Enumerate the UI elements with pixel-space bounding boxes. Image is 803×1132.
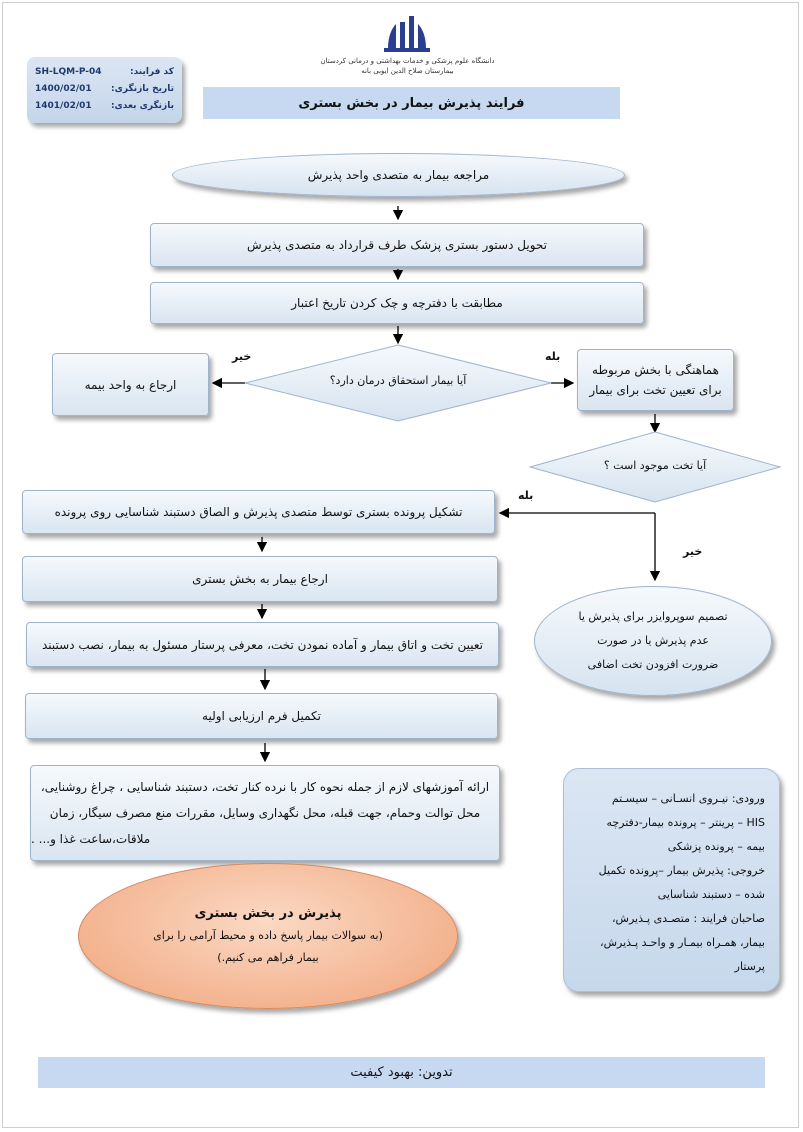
io-line3: بیمه – پرونده پزشکی bbox=[667, 840, 765, 853]
end-oval: پذیرش در بخش بستری (به سوالات بیمار پاسخ… bbox=[78, 863, 458, 1009]
review-date-value: 1400/02/01 bbox=[35, 83, 92, 94]
step-return-insurance: ارجاع به واحد بیمه bbox=[52, 353, 209, 416]
io-line2: HIS – پرینتر – پرونده بیمار-دفترچه bbox=[606, 816, 765, 829]
start-oval: مراجعه بیمار به متصدی واحد پذیرش bbox=[172, 153, 625, 197]
step-assign-bed: تعیین تخت و اتاق بیمار و آماده نمودن تخت… bbox=[26, 622, 499, 667]
io-line8: پرستار bbox=[734, 960, 765, 973]
step-check-validity: مطابقت با دفترچه و چک کردن تاریخ اعتبار bbox=[150, 282, 644, 324]
no-label-2: خیر bbox=[683, 545, 703, 558]
review-date-label: تاریخ بازنگری: bbox=[111, 83, 174, 94]
process-code-box: کد فرایند: SH-LQM-P-04 تاریخ بازنگری: 1400… bbox=[27, 57, 182, 123]
no-label-1: خیر bbox=[232, 350, 252, 363]
io-line4: خروجی: پذیرش بیمار –پرونده تکمیل bbox=[598, 864, 765, 877]
step-deliver-order: تحویل دستور بستری پزشک طرف قرارداد به مت… bbox=[150, 223, 644, 267]
next-review-label: بازنگری بعدی: bbox=[110, 100, 174, 111]
decision1-diamond bbox=[244, 344, 552, 422]
hospital-name: بیمارستان صلاح الدین ایوبی بانه bbox=[361, 67, 454, 75]
step-refer-ward: ارجاع بیمار به بخش بستری bbox=[22, 556, 498, 602]
decision2-diamond bbox=[528, 431, 782, 503]
university-logo bbox=[384, 16, 430, 52]
end-title: پذیرش در بخش بستری bbox=[194, 906, 342, 921]
end-line1: (به سوالات بیمار پاسخ داده و محیط آرامی … bbox=[153, 929, 383, 942]
io-line6: صاحبان فرایند : متصـدی پـذیرش، bbox=[612, 912, 765, 925]
yes-label-2: بله bbox=[518, 489, 534, 502]
next-review-value: 1401/02/01 bbox=[35, 100, 92, 111]
step-initial-assessment: تکمیل فرم ارزیابی اولیه bbox=[25, 693, 498, 739]
code-label: کد فرایند: bbox=[130, 66, 174, 77]
end-line2: بیمار فراهم می کنیم.) bbox=[217, 951, 319, 964]
page-title: فرایند پذیرش بیمار در بخش بستری bbox=[203, 87, 620, 119]
yes-label-1: بله bbox=[545, 350, 561, 363]
footer-compiled-by: تدوین: بهبود کیفیت bbox=[38, 1057, 765, 1088]
decision1-text: آیا بیمار استحقاق درمان دارد؟ bbox=[329, 374, 467, 387]
io-line5: شده – دستبند شناسایی bbox=[657, 888, 765, 901]
code-value: SH-LQM-P-04 bbox=[35, 66, 102, 77]
decision2-text: آیا تخت موجود است ؟ bbox=[603, 459, 707, 472]
inputs-outputs-box: ورودی: نیـروی انسـانی – سیسـتم HIS – پری… bbox=[563, 768, 780, 992]
io-line7: بیمار، همـراه بیمـار و واحـد پـذیرش، bbox=[600, 936, 765, 949]
university-name: دانشگاه علوم پزشکی و خدمات بهداشتی و درم… bbox=[320, 57, 495, 65]
step-patient-education: ارائه آموزشهای لازم از جمله نحوه کار با … bbox=[30, 765, 500, 861]
step-create-file: تشکیل پرونده بستری توسط متصدی پذیرش و ال… bbox=[22, 490, 495, 534]
io-line1: ورودی: نیـروی انسـانی – سیسـتم bbox=[611, 792, 765, 805]
